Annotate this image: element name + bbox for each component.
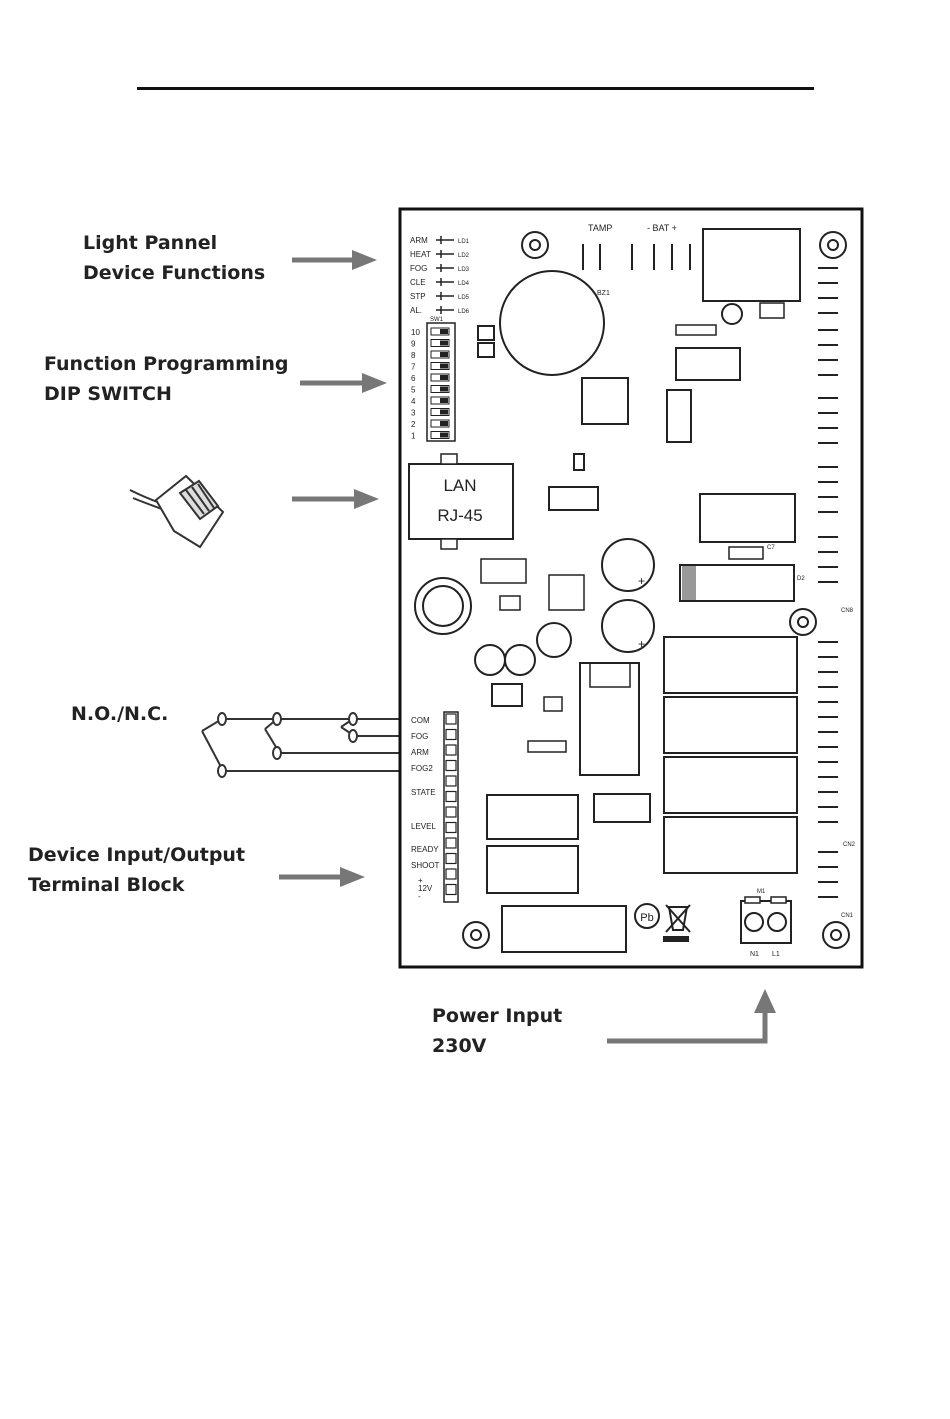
dip-number: 1 [411,432,416,441]
led-id: LD5 [458,295,470,301]
pointer-arrows [279,250,776,1044]
dip-lever [440,329,448,334]
power-label-n1: N1 [750,951,759,958]
dip-number: 2 [411,420,416,429]
terminal-screw[interactable] [445,759,457,772]
weee-bin-icon [663,904,691,942]
led-label: AL. [410,306,422,315]
callout-light-panel: Light Pannel Device Functions [83,232,266,284]
terminal-label: ARM [411,748,429,757]
dip-switch: 10 9 8 7 6 5 4 3 2 1 [411,327,450,441]
arrow-light-panel [292,250,377,270]
terminal-label: STATE [411,788,436,797]
terminal-screw[interactable] [445,852,457,865]
dip-lever [440,363,448,369]
dip-lever [440,375,448,380]
led-id: LD1 [458,239,470,245]
led-label: STP [410,292,426,301]
buzzer-label: BZ1 [597,290,610,297]
led-id: LD2 [458,253,470,259]
svg-text:CN8: CN8 [841,608,854,614]
led-id: LD4 [458,281,470,287]
svg-text:C7: C7 [767,545,775,551]
ic-chip [581,377,629,425]
terminal-label: FOG [411,732,428,741]
dip-number: 7 [411,363,416,372]
dip-lever [440,386,448,392]
svg-text:+: + [638,574,645,588]
capacitors [474,538,655,676]
terminal-screw[interactable] [445,713,457,725]
terminal-screw[interactable] [445,744,457,756]
svg-text:CN1: CN1 [841,913,854,919]
arrow-dip-switch [300,373,387,393]
dip-number: 4 [411,397,416,406]
arrow-terminal-block [279,867,365,887]
callout-power-input: Power Input 230V [432,1005,563,1057]
terminal-screw[interactable] [445,775,457,787]
dip-header-label: SW1 [430,317,444,323]
svg-text:+: + [638,637,645,651]
terminal-label: - [418,892,421,901]
led-label: HEAT [410,250,431,259]
dip-number: 10 [411,328,420,337]
lan-label: LAN [443,476,476,495]
dip-number: 9 [411,340,416,349]
dip-number: 3 [411,409,416,418]
power-label-l1: L1 [772,951,780,958]
terminal-label: COM [411,716,430,725]
dip-number: 8 [411,351,416,360]
callout-dip-switch: Function Programming DIP SWITCH [44,353,289,405]
battery-label: - BAT + [647,223,677,233]
arrow-power-input [607,989,776,1044]
led-label: FOG [410,264,427,273]
svg-text:Pb: Pb [640,912,653,924]
terminal-screw[interactable] [445,790,457,803]
terminal-screw[interactable] [445,806,457,818]
terminal-label: 12V [418,884,433,893]
buzzer-circle [499,270,605,376]
led-label: ARM [410,236,428,245]
no-nc-switch-wiring [201,712,441,778]
dip-lever [440,398,448,403]
rj45-plug-icon [129,474,225,549]
terminal-label: FOG2 [411,764,433,773]
top-relay [702,228,801,302]
terminal-screw[interactable] [445,868,457,880]
dip-number: 5 [411,386,416,395]
callout-terminal-block: Device Input/Output Terminal Block [28,844,246,896]
header-rule [137,87,814,90]
svg-text:D2: D2 [797,576,805,582]
led-id: LD3 [458,267,470,273]
terminal-label: READY [411,845,439,854]
terminal-screw[interactable] [445,821,457,834]
dip-lever [440,352,448,357]
terminal-screw[interactable] [445,883,457,896]
dip-number: 6 [411,374,416,383]
tamp-label: TAMP [588,223,612,233]
terminal-screw[interactable] [445,728,457,741]
arrow-rj45 [292,489,379,509]
dip-lever [440,421,448,426]
lan-rj45-jack [408,463,514,540]
terminal-label: + [418,876,423,885]
terminal-label: SHOOT [411,861,440,870]
dip-lever [440,432,448,438]
svg-text:M1: M1 [757,889,766,895]
dip-lever [440,340,448,346]
terminal-screw[interactable] [445,837,457,849]
mounting-holes [462,231,850,949]
terminal-label: LEVEL [411,822,436,831]
rj45-label: RJ-45 [437,506,482,525]
pb-mark [634,903,660,929]
relay-stack [663,636,798,874]
callout-no-nc: N.O./N.C. [71,703,169,725]
dip-lever [440,409,448,415]
led-id: LD6 [458,309,470,315]
led-label: CLE [410,278,426,287]
svg-text:CN2: CN2 [843,842,856,848]
